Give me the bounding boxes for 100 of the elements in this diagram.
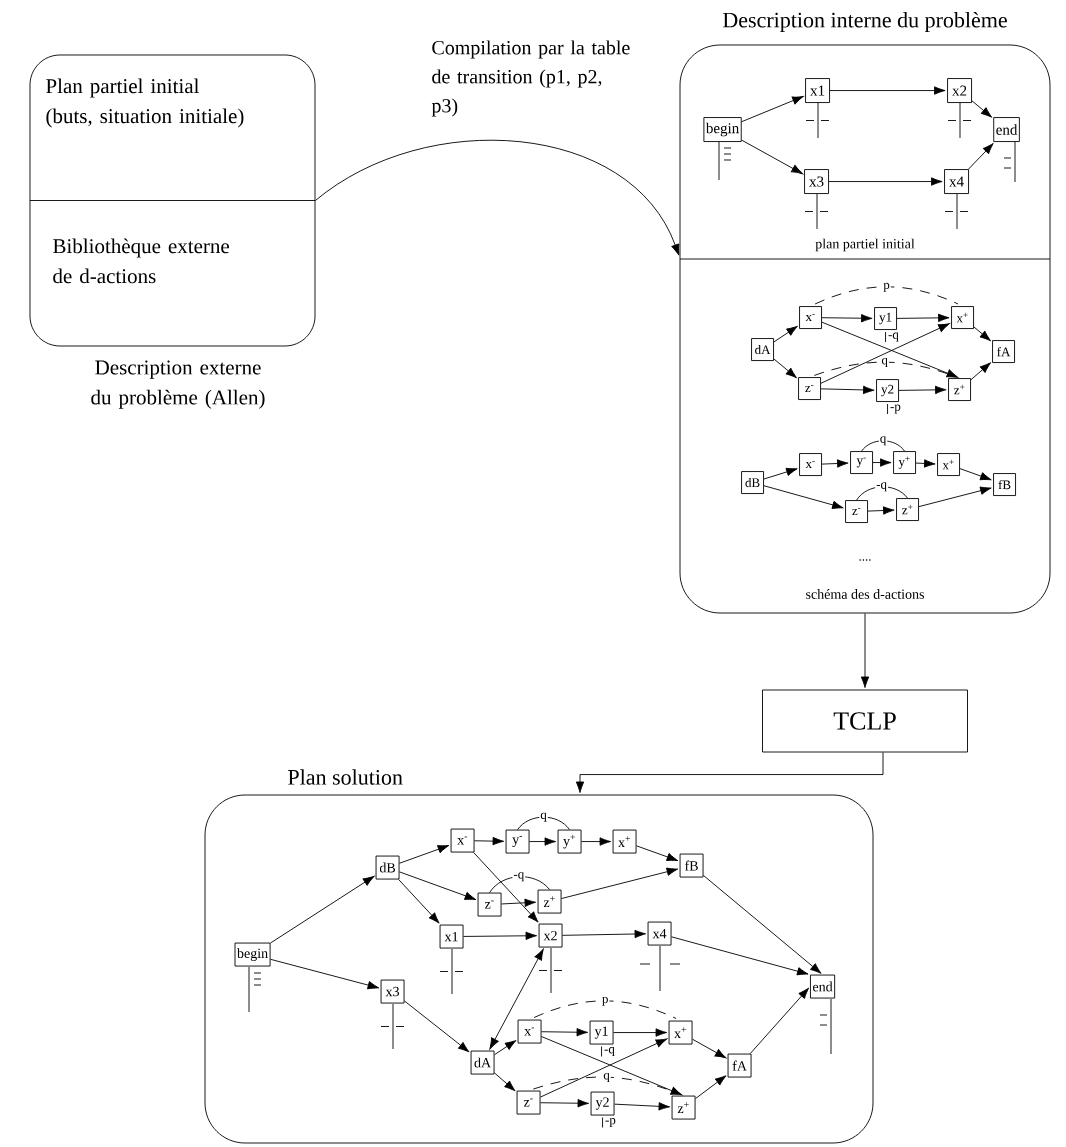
arrow (872, 458, 892, 467)
arrow (971, 100, 993, 118)
box-text: Bibliothèque externe de d-actions (53, 238, 229, 284)
arrow (614, 1102, 671, 1111)
arrow (463, 931, 538, 940)
arrow (773, 325, 798, 343)
arrow (821, 459, 849, 468)
arrow (399, 845, 450, 864)
event-box: y1 (874, 307, 897, 330)
arrow (636, 845, 679, 862)
arrow (968, 143, 994, 170)
event-box: x4 (944, 169, 969, 194)
panel-caption: schéma des d-actions (806, 589, 924, 599)
event-box: dB (741, 471, 764, 494)
event-box: z$^{-}$ (798, 377, 821, 400)
event-box: x2 (947, 78, 972, 103)
edge-label: q (880, 357, 889, 369)
arrow (399, 871, 477, 900)
event-box: z$^{+}$ (537, 889, 562, 914)
arrow (501, 898, 537, 907)
edge-label: Compilation par la table de transition (p1, p2, p3) (430, 39, 633, 118)
arrow (741, 139, 803, 175)
arrow (561, 867, 679, 899)
annotation-label: .... (859, 559, 871, 561)
event-box: fA (727, 1053, 752, 1078)
arrow (562, 929, 647, 939)
arrow (741, 95, 804, 123)
arrow (821, 321, 959, 378)
box-label: Description externe du problème (Allen) (91, 360, 265, 409)
arrow (867, 506, 895, 515)
arrow (529, 837, 557, 846)
arrow (820, 385, 875, 395)
annotation-label: -p (605, 1118, 616, 1127)
event-box: dA (751, 338, 774, 361)
event-box: z$^{-}$ (845, 500, 868, 523)
arrow (315, 139, 680, 256)
event-box: y$^{+}$ (893, 451, 916, 474)
panel-caption: plan partiel initial (815, 238, 915, 252)
edge-label: q (878, 435, 888, 447)
arrow (404, 1000, 470, 1053)
annotation-label: -p (890, 404, 901, 414)
event-box: x$^{-}$ (799, 453, 822, 476)
arrow (575, 752, 884, 793)
event-box: end (993, 117, 1020, 142)
event-box: x$^{+}$ (937, 453, 960, 476)
arrow (581, 837, 612, 846)
event-box: z$^{-}$ (516, 1090, 541, 1115)
arrow (494, 1040, 517, 1056)
event-box: x$^{+}$ (668, 1020, 693, 1045)
arrow (489, 948, 544, 1050)
event-box: x$^{+}$ (951, 306, 974, 329)
event-box: y$^{-}$ (850, 451, 873, 474)
edge-label: p (600, 995, 610, 1007)
event-box: begin (234, 942, 271, 967)
event-box: z$^{+}$ (671, 1095, 696, 1120)
arrow (270, 875, 375, 944)
arrow (540, 1099, 590, 1108)
arrow (763, 485, 844, 510)
event-box: y2 (590, 1091, 615, 1116)
arrow (973, 326, 992, 342)
arrow (398, 879, 440, 924)
arrow (494, 1072, 516, 1092)
arrow (918, 486, 992, 508)
event-box: fB (679, 853, 704, 878)
event-box: x2 (538, 923, 563, 948)
arrow (970, 362, 992, 381)
event-box: fB (993, 473, 1016, 496)
arrow (959, 468, 992, 481)
process-box: TCLP (762, 689, 968, 753)
arrow (695, 1075, 727, 1100)
arrow (541, 1036, 683, 1096)
arrow (540, 1038, 668, 1098)
event-box: x3 (804, 169, 829, 194)
panel-title: Plan solution (288, 769, 403, 785)
box-text: Plan partiel initial (buts, situation initiale) (46, 78, 244, 128)
event-box: x$^{-}$ (517, 1019, 542, 1044)
event-box: dA (470, 1050, 495, 1075)
event-box: x$^{-}$ (450, 828, 475, 853)
arrow (860, 613, 870, 688)
event-box: dB (375, 855, 400, 880)
arrow (692, 1038, 727, 1059)
edge-label: q (602, 1072, 611, 1084)
event-box: begin (703, 117, 742, 142)
edge-label: -q (875, 481, 888, 493)
panel-title: Description interne du problème (723, 12, 1007, 32)
event-box: x3 (380, 979, 405, 1004)
event-box: y1 (589, 1020, 614, 1045)
arrow (915, 459, 936, 468)
annotation-label: -q (604, 1047, 615, 1056)
arrow (821, 314, 873, 323)
arrow (671, 936, 809, 976)
event-box: y$^{+}$ (557, 829, 582, 854)
arrow (541, 1028, 589, 1037)
arrow (773, 358, 798, 379)
arrow (613, 1028, 668, 1037)
arrow (474, 836, 505, 846)
arrow (829, 86, 946, 95)
arrow (896, 313, 950, 323)
event-box: z$^{+}$ (948, 378, 971, 401)
event-box: fA (992, 340, 1015, 363)
